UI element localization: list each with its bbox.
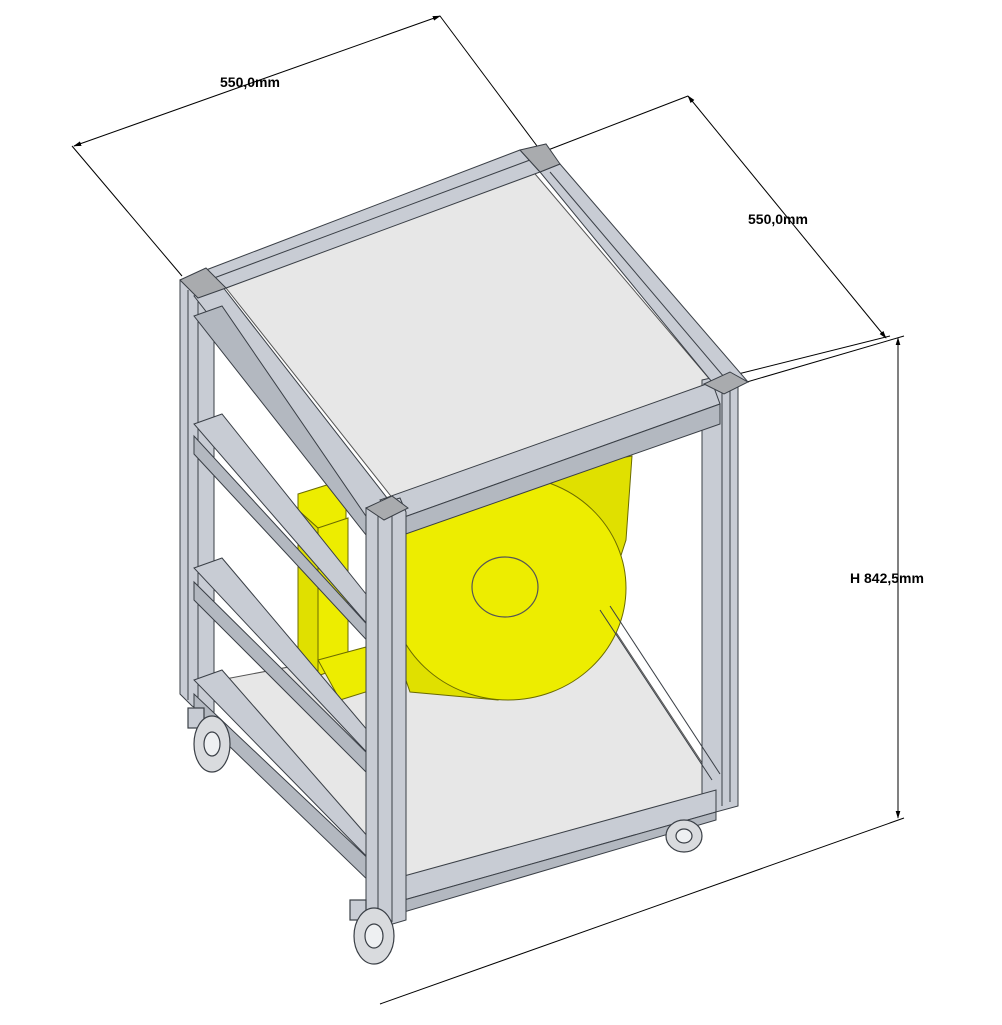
depth-dimension-line <box>687 95 887 339</box>
width-dimension-line <box>73 15 441 147</box>
front-post <box>365 497 407 927</box>
width-extension-right <box>439 15 541 151</box>
joint-front-left <box>364 495 409 521</box>
rear-posts <box>701 371 739 813</box>
top-frame-rails <box>205 149 750 537</box>
width-extension-left <box>71 145 183 277</box>
joint-back-right <box>519 143 561 173</box>
left-frame <box>179 269 399 890</box>
depth-dimension-label: 550,0mm <box>748 211 808 227</box>
dimension-lines <box>71 15 905 1005</box>
height-dimension-label: H 842,5mm <box>850 570 924 586</box>
wheels <box>187 707 703 965</box>
width-dimension-label: 550,0mm <box>220 74 280 90</box>
height-extension-bottom <box>379 817 905 1005</box>
wheel-back-right <box>665 819 703 853</box>
joint-back-left <box>179 267 227 299</box>
corner-joints <box>179 143 750 521</box>
joint-front-right <box>702 371 750 395</box>
wheel-back-left <box>187 707 231 773</box>
depth-extension-top <box>547 95 689 151</box>
wheel-front-left <box>349 899 395 965</box>
depth-extension-bottom <box>729 335 891 377</box>
bottom-frame-rails <box>403 605 721 913</box>
height-extension-top <box>739 335 905 385</box>
